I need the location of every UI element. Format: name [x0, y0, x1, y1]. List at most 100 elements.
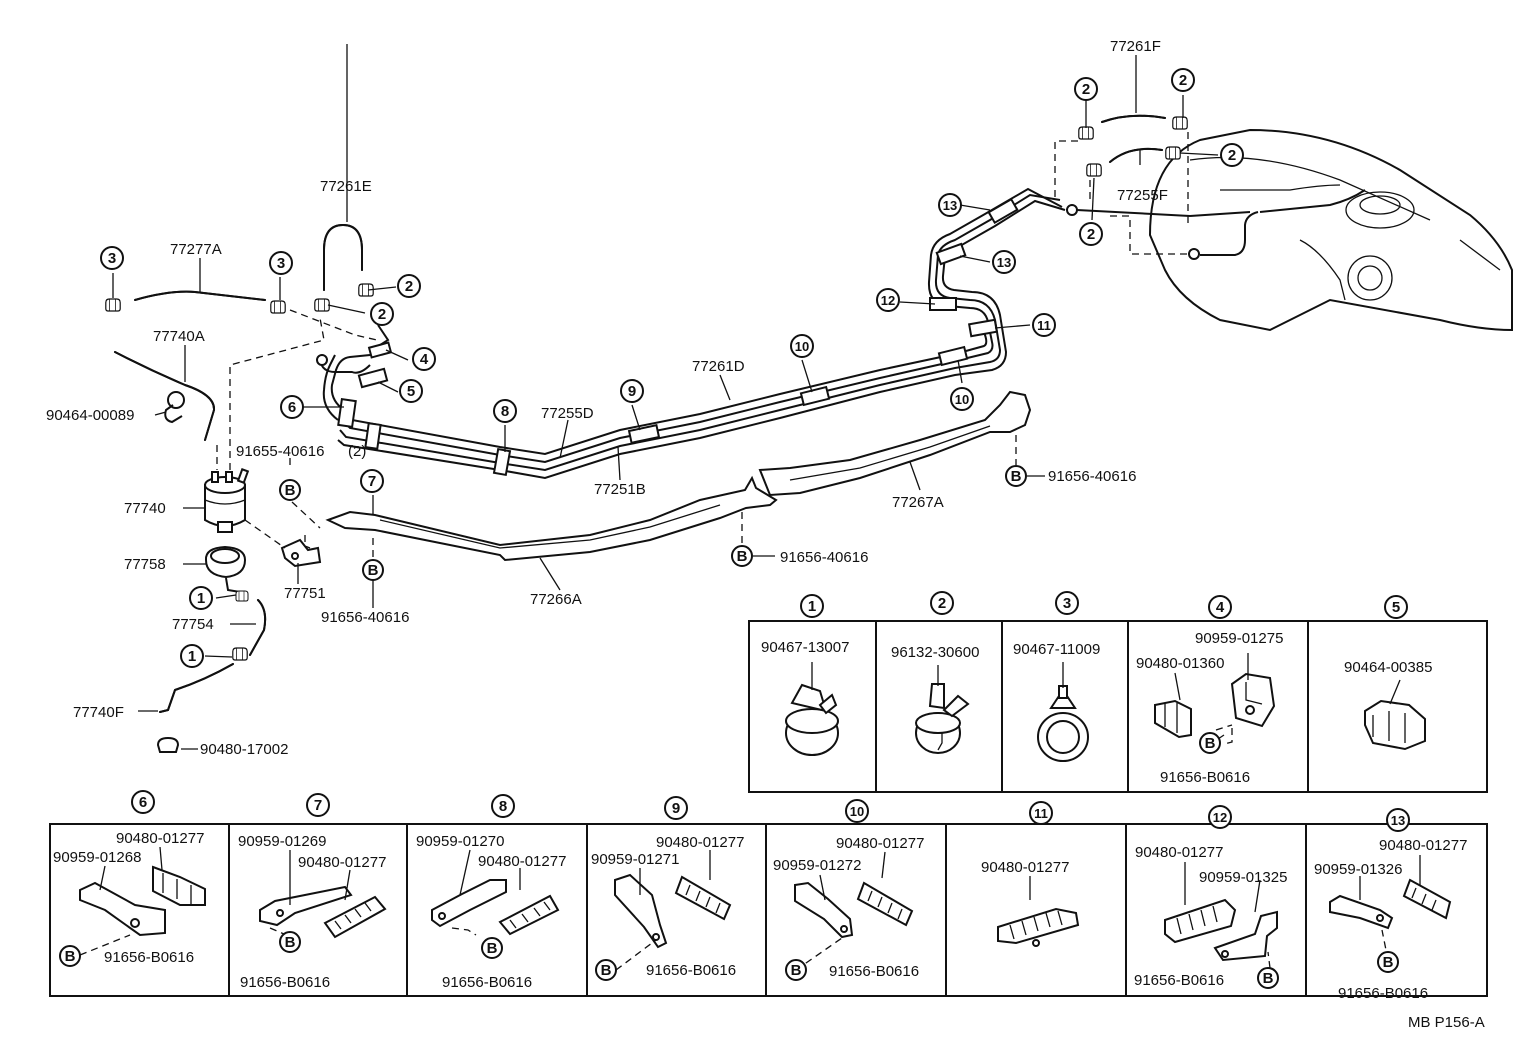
part-90959-01326: 90959-01326 — [1314, 861, 1402, 878]
callout-number: 13 — [997, 255, 1011, 270]
fuel-line-bundle — [316, 187, 1251, 480]
callout-circle — [397, 274, 421, 298]
label-77751: 77751 — [284, 585, 326, 602]
part-91656-B0616-4: 91656-B0616 — [1160, 769, 1250, 786]
callout-number: 13 — [1391, 813, 1405, 828]
callout-3: 3 — [1055, 591, 1079, 615]
label-90480-17002: 90480-17002 — [200, 741, 288, 758]
detail-leaders — [79, 653, 1421, 971]
callout-number: 1 — [188, 648, 196, 665]
callout-10: 10 — [950, 387, 974, 411]
callout-circle — [269, 251, 293, 275]
callout-circle — [481, 937, 503, 959]
callout-circle — [399, 379, 423, 403]
callout-number: 7 — [368, 473, 376, 490]
callout-number: 2 — [938, 595, 946, 612]
label-91656-40616-right: 91656-40616 — [1048, 468, 1136, 485]
callout-circle — [845, 799, 869, 823]
part-90467-11009: 90467-11009 — [1013, 641, 1100, 658]
callout-circle — [938, 193, 962, 217]
callout-number: 4 — [420, 351, 429, 368]
lower-left-hoses — [156, 599, 267, 753]
callout-number: B — [487, 940, 498, 957]
callout-10: 10 — [790, 334, 814, 358]
callout-number: 9 — [672, 800, 680, 817]
callout-9: 9 — [620, 379, 644, 403]
callout-number: B — [285, 934, 296, 951]
fuel-tube-protectors — [325, 390, 1032, 562]
callout-number: 2 — [1228, 147, 1236, 164]
callout-circle — [1171, 68, 1195, 92]
part-91656-B0616-7: 91656-B0616 — [240, 974, 330, 991]
callout-number: B — [1011, 468, 1022, 485]
left-hoses — [105, 223, 378, 470]
callout-circle — [800, 594, 824, 618]
label-77758: 77758 — [124, 556, 166, 573]
callout-circle — [1208, 595, 1232, 619]
label-77277A: 77277A — [170, 241, 222, 258]
label-77740: 77740 — [124, 500, 166, 517]
callout-circle — [1257, 967, 1279, 989]
label-91655-40616: 91655-40616 — [236, 443, 324, 460]
detail-illustrations-bottom — [79, 865, 1452, 962]
callout-7: 7 — [306, 793, 330, 817]
bolt-callout-b: B — [279, 479, 301, 501]
callout-circle — [1384, 595, 1408, 619]
label-77740A: 77740A — [153, 328, 205, 345]
callout-circle — [280, 395, 304, 419]
callout-number: 3 — [1063, 595, 1071, 612]
callout-number: B — [1263, 970, 1274, 987]
part-90959-01272: 90959-01272 — [773, 857, 861, 874]
callout-3: 3 — [100, 246, 124, 270]
part-90480-01277-8: 90480-01277 — [478, 853, 566, 870]
part-90480-01277-10: 90480-01277 — [836, 835, 924, 852]
callout-circle — [1032, 313, 1056, 337]
label-91656-40616-left: 91656-40616 — [321, 609, 409, 626]
callout-number: 9 — [628, 383, 636, 400]
label-77261F: 77261F — [1110, 38, 1161, 55]
part-90480-01277-11: 90480-01277 — [981, 859, 1069, 876]
callout-7: 7 — [360, 469, 384, 493]
fuel-tank-illustration — [1148, 128, 1513, 332]
callout-number: B — [368, 562, 379, 579]
callout-number: B — [65, 948, 76, 965]
callout-number: 3 — [108, 250, 116, 267]
callout-circle — [180, 644, 204, 668]
callout-circle — [790, 334, 814, 358]
callout-number: 12 — [1213, 810, 1227, 825]
callout-circle — [362, 559, 384, 581]
callout-circle — [1220, 143, 1244, 167]
callout-number: 10 — [850, 804, 864, 819]
callout-number: 2 — [405, 278, 413, 295]
callout-circle — [1079, 222, 1103, 246]
callout-circle — [493, 399, 517, 423]
bolt-callout-b: B — [59, 945, 81, 967]
callout-number: B — [737, 548, 748, 565]
callout-number: 10 — [795, 339, 809, 354]
callout-number: 1 — [808, 598, 816, 615]
callout-13: 13 — [938, 193, 962, 217]
bolt-callout-b: B — [362, 559, 384, 581]
callout-number: 11 — [1037, 318, 1051, 333]
bolt-callout-b: B — [731, 545, 753, 567]
charcoal-canister — [204, 468, 250, 533]
callout-circle — [731, 545, 753, 567]
part-96132-30600: 96132-30600 — [891, 644, 979, 661]
callout-8: 8 — [491, 794, 515, 818]
part-90480-01277-7: 90480-01277 — [298, 854, 386, 871]
callout-6: 6 — [131, 790, 155, 814]
callout-circle — [930, 591, 954, 615]
callout-circle — [491, 794, 515, 818]
callout-number: 1 — [197, 590, 205, 607]
bolt-callout-b: B — [595, 959, 617, 981]
callout-circle — [1199, 732, 1221, 754]
callout-circle — [279, 931, 301, 953]
detail-illustrations-top — [785, 672, 1426, 762]
leader-lines — [112, 44, 1219, 750]
callout-13: 13 — [992, 250, 1016, 274]
label-77251B: 77251B — [594, 481, 646, 498]
callout-number: 4 — [1216, 599, 1225, 616]
bolt-callout-b: B — [1377, 951, 1399, 973]
callout-circle — [950, 387, 974, 411]
